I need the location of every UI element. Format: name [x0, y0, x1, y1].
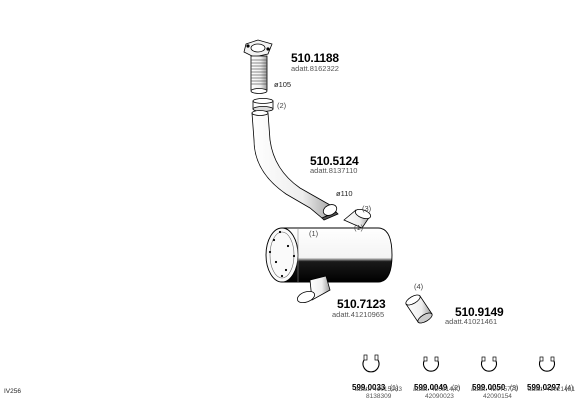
qty-label-2: (2)	[277, 101, 287, 110]
fitting-sub: 42090023	[425, 393, 454, 400]
fitting-sub: 42090154	[483, 393, 512, 400]
fitting-599-0049: 599.0049 (2)	[414, 378, 460, 394]
fitting-code: 599.0297	[527, 383, 561, 392]
part-sub-510-1188: adatt.8162322	[291, 64, 339, 73]
fitting-code: 599.0050	[472, 383, 506, 392]
clamp-599-0050	[480, 356, 498, 372]
part-code-510-7123: 510.7123	[337, 297, 386, 311]
diagram-reference: IV256	[4, 388, 21, 395]
fitting-599-0033: 599.0033 (1)	[352, 378, 398, 394]
outlet-stub	[296, 275, 331, 304]
fitting-qty: (4)	[564, 385, 574, 392]
fitting-code: 599.0033	[352, 383, 386, 392]
qty-label-4: (4)	[414, 282, 424, 291]
clamp-599-0049	[422, 356, 440, 372]
fitting-599-0297: 599.0297 (4)	[527, 378, 573, 394]
part-sub-510-9149: adatt.41021461	[445, 317, 498, 326]
clamp-ring-upper	[252, 98, 274, 112]
flex-pipe-510-1188	[243, 39, 273, 94]
diameter-105-label: ø105	[274, 80, 292, 89]
bent-pipe-510-5124	[251, 110, 339, 221]
part-code-510-1188: 510.1188	[291, 51, 339, 65]
part-code-510-5124: 510.5124	[310, 154, 359, 168]
qty-label-1b: (1)	[354, 223, 364, 232]
fitting-qty: (1)	[389, 385, 399, 392]
part-code-510-9149: 510.9149	[455, 305, 504, 319]
fitting-sub: adatt. 42081440	[413, 386, 460, 393]
fitting-sub: adatt. 42075779	[471, 386, 518, 393]
clamp-599-0033	[362, 354, 380, 373]
fitting-599-0050: 599.0050 (3)	[472, 378, 518, 394]
fitting-sub: 8138309	[366, 393, 392, 400]
muffler-510-7123	[265, 227, 393, 283]
diameter-110-label: ø110	[336, 189, 353, 198]
fitting-code: 599.0049	[414, 383, 448, 392]
qty-label-1a: (1)	[309, 229, 319, 238]
part-sub-510-5124: adatt.8137110	[310, 166, 358, 175]
part-sub-510-7123: adatt.41210965	[332, 310, 385, 319]
inlet-stub	[343, 208, 372, 229]
clamp-599-0297	[538, 356, 556, 372]
hose-510-9149	[405, 294, 433, 324]
fitting-qty: (3)	[509, 385, 519, 392]
qty-label-3: (3)	[362, 204, 372, 213]
fitting-sub: adatt. 41021481	[528, 386, 575, 393]
fitting-qty: (2)	[451, 385, 461, 392]
fitting-sub: adatt. 41015983	[355, 386, 402, 393]
